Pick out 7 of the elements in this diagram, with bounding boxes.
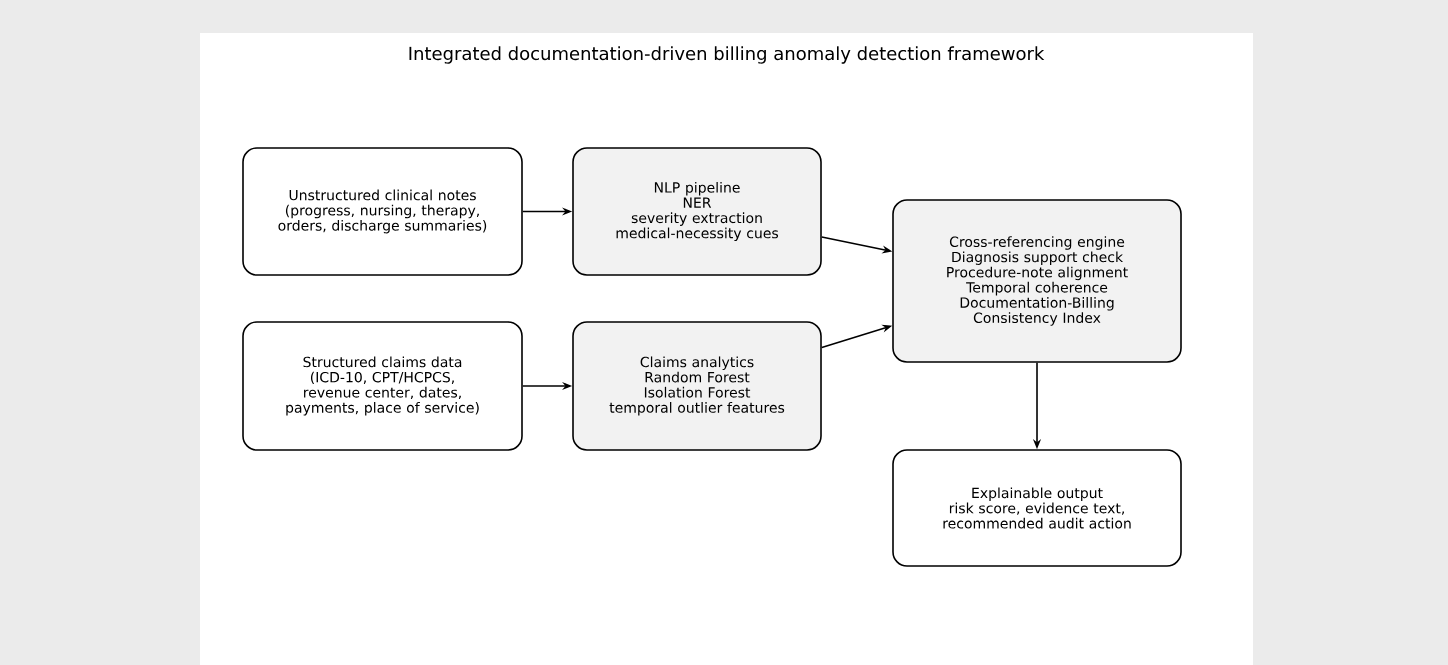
process-box: Structured claims data (ICD-10, CPT/HCPCS, revenue center, dates, payments, place of service) [242,321,523,451]
process-box: Claims analytics Random Forest Isolation Forest temporal outlier features [572,321,822,451]
process-box: NLP pipeline NER severity extraction medical-necessity cues [572,147,822,276]
process-box: Explainable output risk score, evidence text, recommended audit action [892,449,1182,567]
process-box: Cross-referencing engine Diagnosis support check Procedure-note alignment Temporal coherence Documentation-Billing Consistency Index [892,199,1182,363]
title: Integrated documentation-driven billing anomaly detection framework [409,46,1045,64]
process-box: Unstructured clinical notes (progress, nursing, therapy, orders, discharge summaries) [242,147,523,276]
